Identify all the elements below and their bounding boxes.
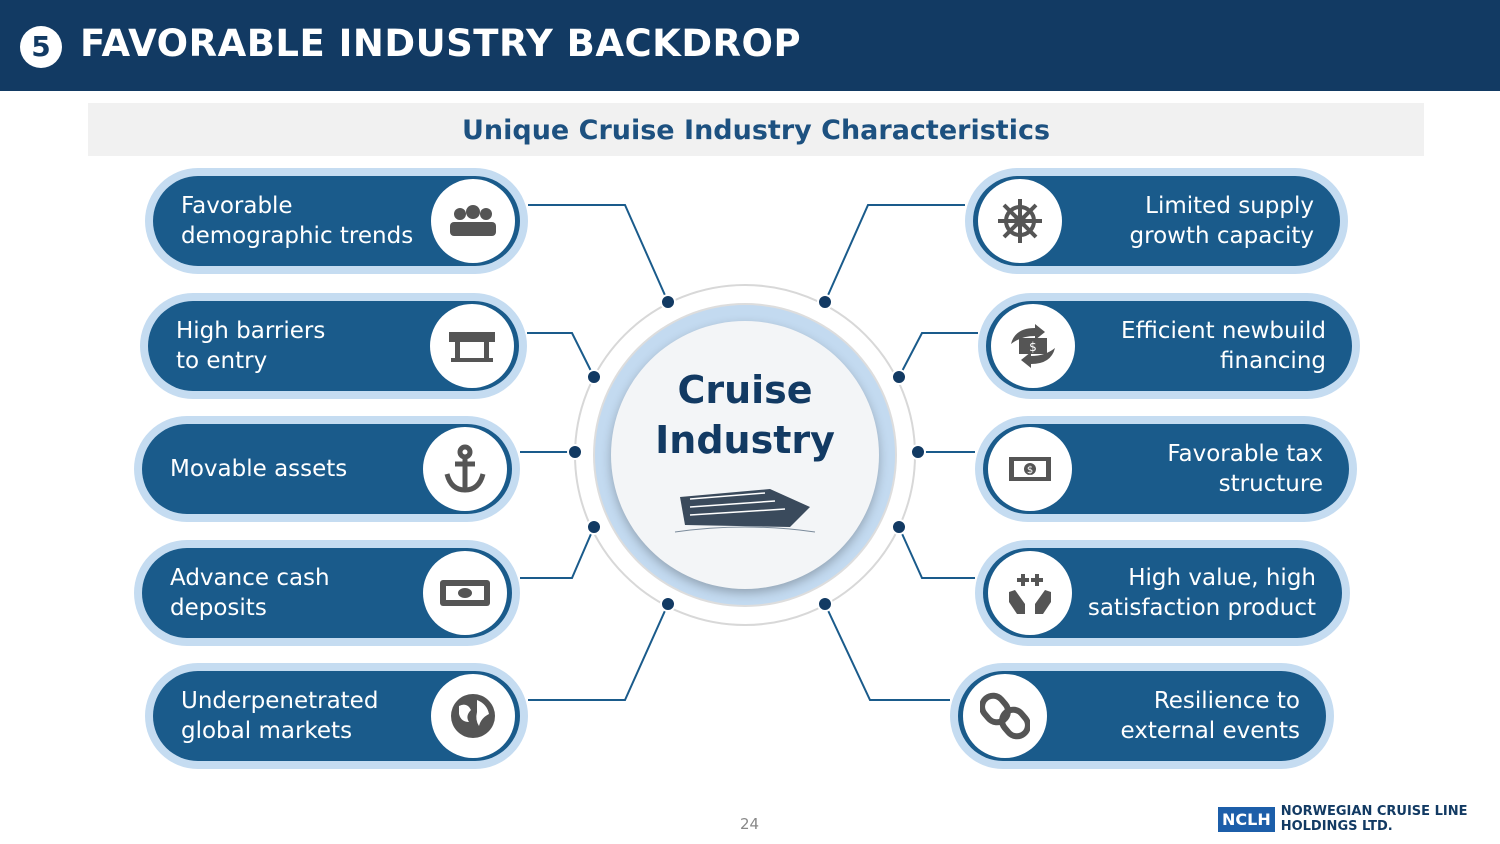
item-label: High value, high satisfaction product (1087, 565, 1316, 621)
item-label: Movable assets (170, 456, 348, 482)
hands-care-icon (988, 551, 1072, 635)
item-favorable-demographics: Favorable demographic trends (145, 168, 528, 274)
item-label: Underpenetrated global markets (181, 688, 379, 744)
anchor-icon (423, 427, 507, 511)
cash-icon (423, 551, 507, 635)
people-icon (431, 179, 515, 263)
ship-wheel-icon (978, 179, 1062, 263)
center-circle: Cruise Industry (595, 305, 895, 605)
item-label: Favorable demographic trends (181, 193, 414, 249)
globe-icon (431, 674, 515, 758)
page-number: 24 (740, 815, 760, 833)
item-high-barriers: High barriers to entry (140, 293, 527, 399)
cruise-ship-icon (674, 489, 816, 533)
money-cycle-icon: $ (991, 304, 1075, 388)
item-label: Favorable tax structure (1167, 441, 1323, 497)
item-label: Efficient newbuild financing (1121, 318, 1326, 374)
item-underpenetrated-markets: Underpenetrated global markets (145, 663, 528, 769)
center-label: Cruise Industry (655, 368, 835, 462)
svg-text:$: $ (1027, 465, 1033, 476)
item-resilience: Resilience to external events (950, 663, 1334, 769)
item-label: Limited supply growth capacity (1129, 193, 1314, 249)
logo-text: NORWEGIAN CRUISE LINE HOLDINGS LTD. (1280, 804, 1468, 834)
svg-text:$: $ (1029, 340, 1037, 354)
item-high-value-product: High value, high satisfaction product (975, 540, 1350, 646)
item-label: High barriers to entry (176, 318, 326, 374)
page-title: FAVORABLE INDUSTRY BACKDROP (80, 22, 802, 65)
barrier-icon (430, 304, 514, 388)
header-bar: 5 FAVORABLE INDUSTRY BACKDROP (0, 0, 1500, 91)
company-logo: NCLH NORWEGIAN CRUISE LINE HOLDINGS LTD. (1218, 804, 1467, 834)
item-label: Resilience to external events (1120, 688, 1300, 744)
chain-link-icon (963, 674, 1047, 758)
item-movable-assets: Movable assets (134, 416, 520, 522)
dollar-bill-icon: $ (988, 427, 1072, 511)
item-newbuild-financing: $ Efficient newbuild financing (978, 293, 1360, 399)
item-favorable-tax: $ Favorable tax structure (975, 416, 1357, 522)
item-label: Advance cash deposits (170, 565, 330, 621)
subtitle: Unique Cruise Industry Characteristics (88, 103, 1424, 156)
item-advance-cash-deposits: Advance cash deposits (134, 540, 520, 646)
item-limited-supply: Limited supply growth capacity (965, 168, 1348, 274)
section-number: 5 (20, 26, 62, 68)
logo-mark: NCLH (1218, 806, 1275, 832)
